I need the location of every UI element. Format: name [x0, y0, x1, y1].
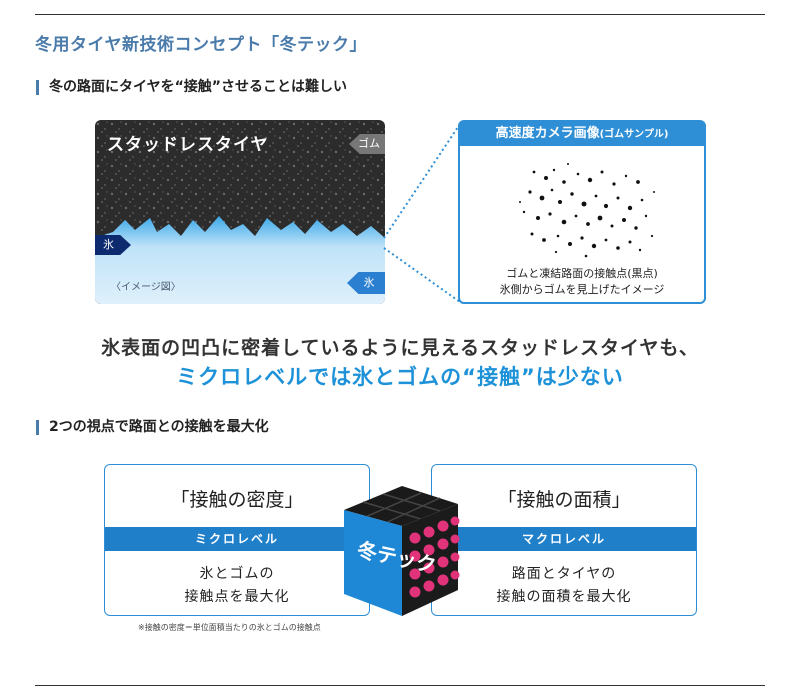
- section2-heading: 2つの視点で路面との接触を最大化: [36, 420, 269, 435]
- contact-area-panel: 「接触の面積」 マクロレベル 路面とタイヤの 接触の面積を最大化: [431, 464, 697, 616]
- ice-tag-left: 氷: [95, 235, 131, 255]
- ice-tag-right: 氷: [347, 272, 385, 294]
- studless-tire-illustration: スタッドレスタイヤ ゴム 氷 氷 〈イメージ図〉: [95, 120, 385, 304]
- fuyu-tech-cube-logo: 冬テック: [344, 486, 460, 616]
- right-panel-body: 路面とタイヤの 接触の面積を最大化: [432, 563, 696, 609]
- right-panel-title: 「接触の面積」: [497, 489, 631, 511]
- footnote: ※接触の密度＝単位面積当たりの氷とゴムの接触点: [138, 623, 321, 632]
- section1-heading: 冬の路面にタイヤを“接触”させることは難しい: [36, 80, 347, 95]
- camera-header: 高速度カメラ画像(ゴムサンプル): [460, 122, 704, 146]
- bottom-rule: [35, 685, 765, 686]
- contact-density-panel: 「接触の密度」 ミクロレベル 氷とゴムの 接触点を最大化: [104, 464, 370, 616]
- left-panel-line1: 氷とゴムの: [199, 566, 275, 582]
- top-rule: [35, 14, 765, 15]
- high-speed-camera-panel: 高速度カメラ画像(ゴムサンプル) ゴムと凍結路面の接触点(黒点) 氷側からゴムを…: [458, 120, 706, 304]
- tire-label: スタッドレスタイヤ: [107, 135, 269, 155]
- page-title: 冬用タイヤ新技術コンセプト「冬テック」: [35, 35, 367, 55]
- camera-header-title: 高速度カメラ画像: [495, 126, 600, 141]
- contact-points-image: [519, 163, 655, 258]
- left-panel-title: 「接触の密度」: [170, 489, 304, 511]
- camera-header-sub: (ゴムサンプル): [599, 129, 669, 140]
- right-panel-line1: 路面とタイヤの: [511, 566, 617, 582]
- right-panel-band: マクロレベル: [432, 527, 696, 551]
- rubber-tag: ゴム: [349, 134, 385, 154]
- tire-texture-graphic: [95, 120, 385, 304]
- statement-line1: 氷表面の凹凸に密着しているように見えるスタッドレスタイヤも、: [101, 337, 699, 359]
- callout-dotted-lines: [383, 123, 461, 303]
- left-panel-band: ミクロレベル: [105, 527, 369, 551]
- camera-caption-line2: 氷側からゴムを見上げたイメージ: [499, 283, 665, 296]
- left-panel-body: 氷とゴムの 接触点を最大化: [105, 563, 369, 609]
- left-panel-line2: 接触点を最大化: [184, 589, 290, 605]
- right-panel-line2: 接触の面積を最大化: [496, 589, 632, 605]
- statement-line2: ミクロレベルでは氷とゴムの“接触”は少ない: [176, 365, 624, 389]
- camera-caption-line1: ゴムと凍結路面の接触点(黒点): [506, 267, 658, 280]
- image-note: 〈イメージ図〉: [111, 282, 181, 293]
